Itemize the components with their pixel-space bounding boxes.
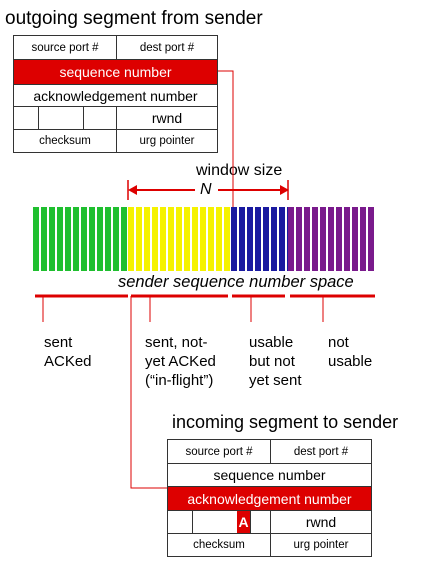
incoming-flag-cell (168, 511, 192, 533)
region-line: (“in-flight”) (145, 372, 214, 389)
region-label-not-usable: not usable (328, 333, 372, 371)
outgoing-ack-number: acknowledgement number (33, 87, 198, 104)
region-line: but not (249, 353, 295, 370)
outgoing-flag-cell (83, 107, 116, 129)
outgoing-seq-row: sequence number (14, 60, 217, 84)
outgoing-rwnd: rwnd (116, 107, 217, 129)
region-line: usable (249, 334, 294, 351)
incoming-rwnd: rwnd (270, 511, 371, 533)
region-line: yet sent (249, 372, 302, 389)
incoming-flag-cell (250, 511, 270, 533)
incoming-dest-port: dest port # (270, 440, 371, 463)
seq-connector (218, 70, 234, 207)
window-size-symbol: N (200, 181, 212, 198)
usable-region (231, 207, 288, 271)
incoming-flags-row: A rwnd (168, 510, 371, 534)
incoming-sequence-number: sequence number (213, 467, 326, 483)
region-line: yet ACKed (145, 353, 216, 370)
outgoing-segment-title: outgoing segment from sender (5, 8, 263, 29)
region-line: sent (44, 334, 73, 351)
outgoing-flag-cell (38, 107, 83, 129)
outgoing-source-port: source port # (31, 41, 99, 54)
region-line: ACKed (44, 353, 92, 370)
outgoing-checksum: checksum (39, 135, 91, 147)
sent-acked-region (33, 207, 128, 271)
incoming-ack-row: acknowledgement number (168, 487, 371, 510)
incoming-segment-title: incoming segment to sender (172, 412, 399, 432)
incoming-ports-row: source port # dest port # (168, 440, 371, 464)
window-arrowhead-right (280, 185, 289, 195)
incoming-checksum-row: checksum urg pointer (168, 534, 371, 556)
incoming-ack-flag: A (237, 511, 250, 533)
region-label-sent-acked: sent ACKed (44, 333, 92, 371)
region-label-usable: usable but not yet sent (249, 333, 302, 390)
outgoing-dest-port: dest port # (116, 36, 217, 59)
outgoing-ack-row: acknowledgement number (14, 84, 217, 107)
outgoing-sequence-number: sequence number (14, 60, 217, 84)
ack-connector (130, 296, 172, 489)
outgoing-checksum-row: checksum urg pointer (14, 130, 217, 152)
incoming-urg-pointer: urg pointer (270, 534, 371, 556)
outgoing-ports-row: source port # dest port # (14, 36, 217, 60)
not-usable-region (288, 207, 375, 271)
region-label-in-flight: sent, not- yet ACKed (“in-flight”) (145, 333, 216, 390)
window-size-label: window size (196, 162, 283, 179)
outgoing-flags-row: rwnd (14, 107, 217, 130)
incoming-segment-header: source port # dest port # sequence numbe… (167, 439, 372, 557)
window-arrowhead-left (128, 185, 137, 195)
incoming-ack-number: acknowledgement number (168, 487, 371, 510)
in-flight-region (128, 207, 231, 271)
region-line: usable (328, 353, 373, 370)
outgoing-urg-pointer: urg pointer (116, 130, 217, 152)
sequence-space-label: sender sequence number space (118, 273, 354, 291)
incoming-seq-row: sequence number (168, 464, 371, 487)
region-line: sent, not- (145, 334, 208, 351)
outgoing-segment-header: source port # dest port # sequence numbe… (13, 35, 218, 153)
incoming-flag-cell (192, 511, 237, 533)
incoming-checksum: checksum (193, 539, 245, 551)
incoming-source-port: source port # (185, 445, 253, 458)
region-line: not (328, 334, 349, 351)
